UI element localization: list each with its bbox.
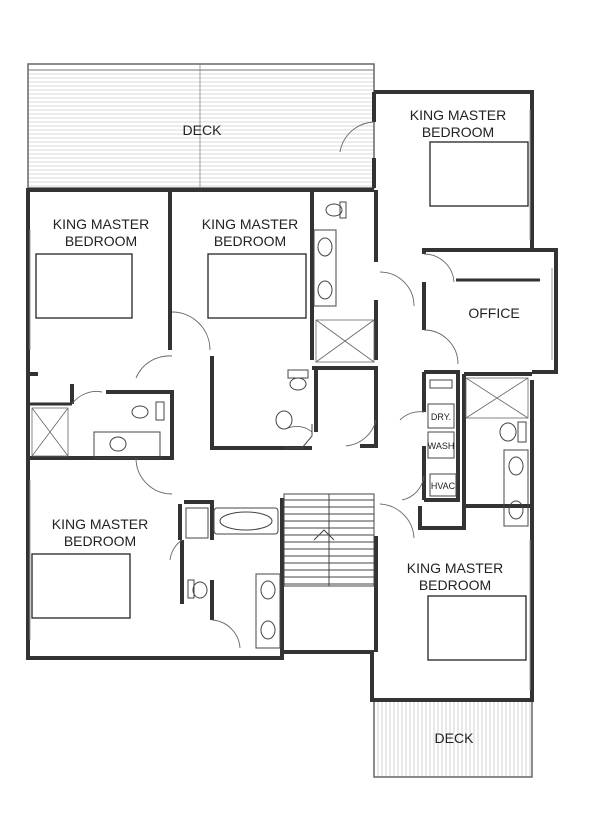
label-master-se-1: KING MASTER [407, 560, 503, 576]
bed-nc [207, 253, 307, 319]
label-master-nc-2: BEDROOM [214, 233, 286, 249]
label-master-sw-2: BEDROOM [64, 533, 136, 549]
bed-nw [35, 253, 133, 319]
label-master-nw-1: KING MASTER [53, 216, 149, 232]
label-master-ne-1: KING MASTER [410, 107, 506, 123]
stairs [283, 493, 375, 587]
door-swings [71, 121, 459, 649]
bed-se [427, 595, 527, 661]
label-master-sw-1: KING MASTER [52, 516, 148, 532]
label-master-nc-1: KING MASTER [202, 216, 298, 232]
fixtures [29, 110, 553, 690]
bed-ne [429, 141, 529, 207]
label-deck-bottom: DECK [435, 730, 475, 746]
label-hvac: HVAC [431, 481, 456, 491]
label-wash: WASH [428, 441, 455, 451]
walls [26, 90, 558, 702]
bed-sw [31, 553, 131, 619]
beds [31, 141, 529, 661]
label-office: OFFICE [468, 305, 519, 321]
label-master-nw-2: BEDROOM [65, 233, 137, 249]
label-dry: DRY. [431, 412, 451, 422]
room-labels: DECK KING MASTER BEDROOM KING MASTER BED… [52, 107, 520, 746]
label-master-se-2: BEDROOM [419, 577, 491, 593]
closets [31, 319, 529, 457]
label-deck-top: DECK [183, 122, 223, 138]
label-master-ne-2: BEDROOM [422, 124, 494, 140]
